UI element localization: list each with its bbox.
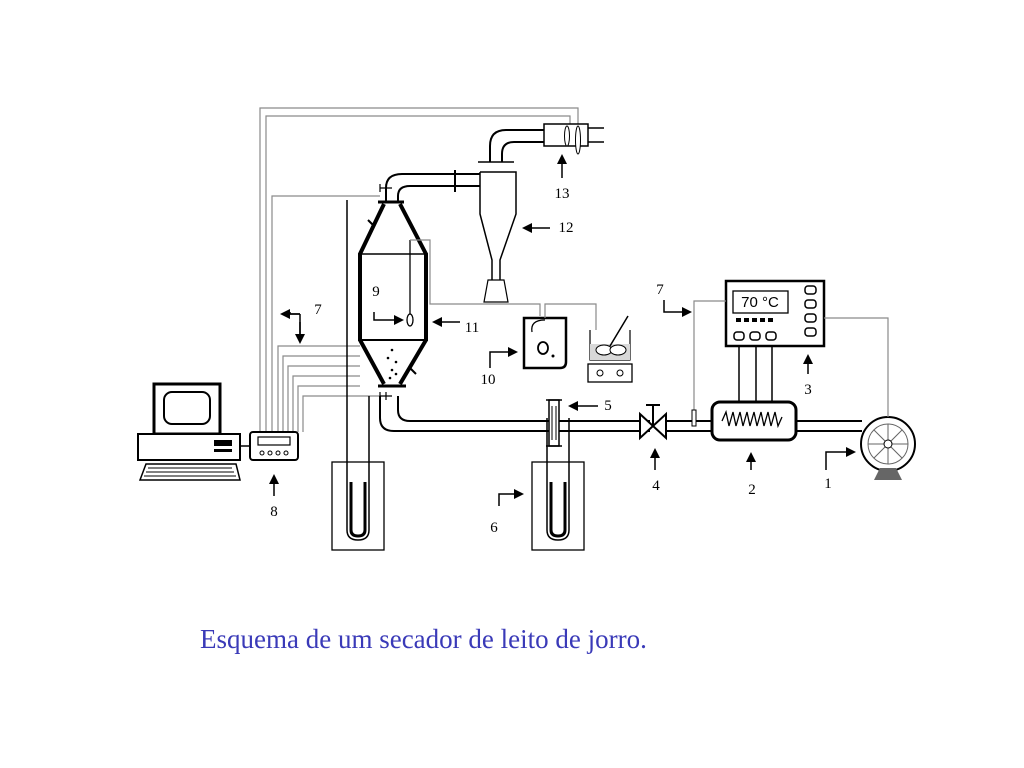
label-12: 12 (559, 220, 574, 236)
data-logger (240, 431, 299, 461)
bed-temperature-probe (406, 239, 541, 327)
label-7-bed: 7 (314, 302, 322, 318)
manometer-orifice (531, 418, 585, 551)
label-7-heater: 7 (656, 282, 664, 298)
exit-psychrometer (543, 123, 604, 155)
label-11: 11 (465, 320, 479, 336)
label-10: 10 (481, 372, 496, 388)
label-5: 5 (604, 398, 612, 414)
blower (860, 416, 916, 480)
temperature-controller: 70 °C (693, 279, 889, 417)
figure-caption: Esquema de um secador de leito de jorro. (200, 624, 647, 654)
heater (710, 400, 798, 442)
manometer-bed (331, 200, 385, 551)
cyclone (385, 129, 544, 303)
number-labels: 1 2 3 4 5 6 7 7 8 9 10 11 12 13 (270, 186, 832, 536)
sensor-wires (259, 107, 579, 432)
heater-inlet-thermocouple (691, 409, 697, 427)
air-duct (379, 396, 862, 432)
label-6: 6 (490, 520, 498, 536)
computer (137, 382, 241, 481)
orifice-plate (546, 399, 562, 447)
feed-beaker-stirrer (587, 315, 633, 383)
label-13: 13 (555, 186, 570, 202)
spouted-bed-column (358, 184, 428, 400)
callout-arrows (269, 154, 856, 506)
label-4: 4 (652, 478, 660, 494)
label-1: 1 (824, 476, 832, 492)
label-2: 2 (748, 482, 756, 498)
controller-display: 70 °C (741, 294, 779, 311)
label-9: 9 (372, 284, 380, 300)
valve (639, 404, 667, 441)
label-3: 3 (804, 382, 812, 398)
feed-pump (522, 303, 597, 370)
label-8: 8 (270, 504, 278, 520)
